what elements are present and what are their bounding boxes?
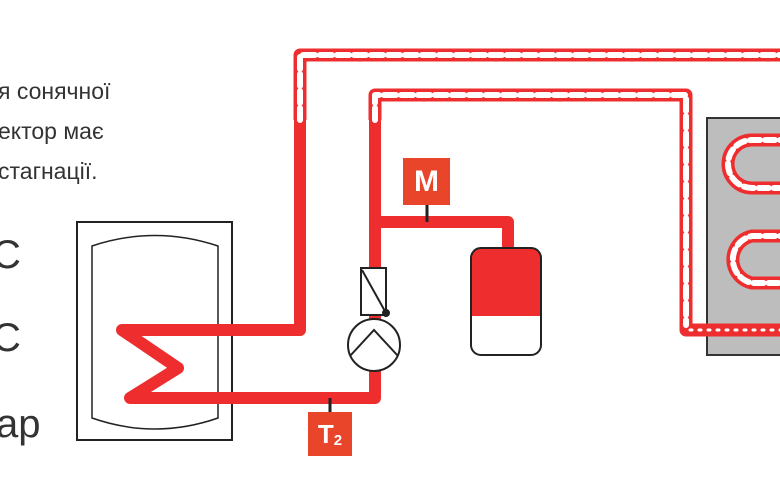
description-line-1: я сонячної <box>0 78 111 104</box>
description-line-3: стагнації. <box>0 158 98 184</box>
value-1: С <box>0 233 21 277</box>
pump-icon <box>347 318 401 372</box>
return-pipe <box>116 104 381 404</box>
description-line-2: ектор має <box>0 118 104 144</box>
expansion-branch-pipe <box>369 216 514 256</box>
insulated-pipes <box>293 48 780 337</box>
tank-inner-outline <box>91 234 219 430</box>
check-valve-icon <box>360 267 390 317</box>
manometer-label: M <box>403 158 450 205</box>
value-2: С <box>0 316 21 360</box>
solid-pipes <box>116 104 514 404</box>
sensor-label-text: T <box>317 418 334 449</box>
manometer-label-text: M <box>414 164 439 198</box>
sensor-label-subscript: 2 <box>333 431 343 449</box>
value-3: ар <box>0 402 41 446</box>
expansion-vessel <box>470 247 542 356</box>
